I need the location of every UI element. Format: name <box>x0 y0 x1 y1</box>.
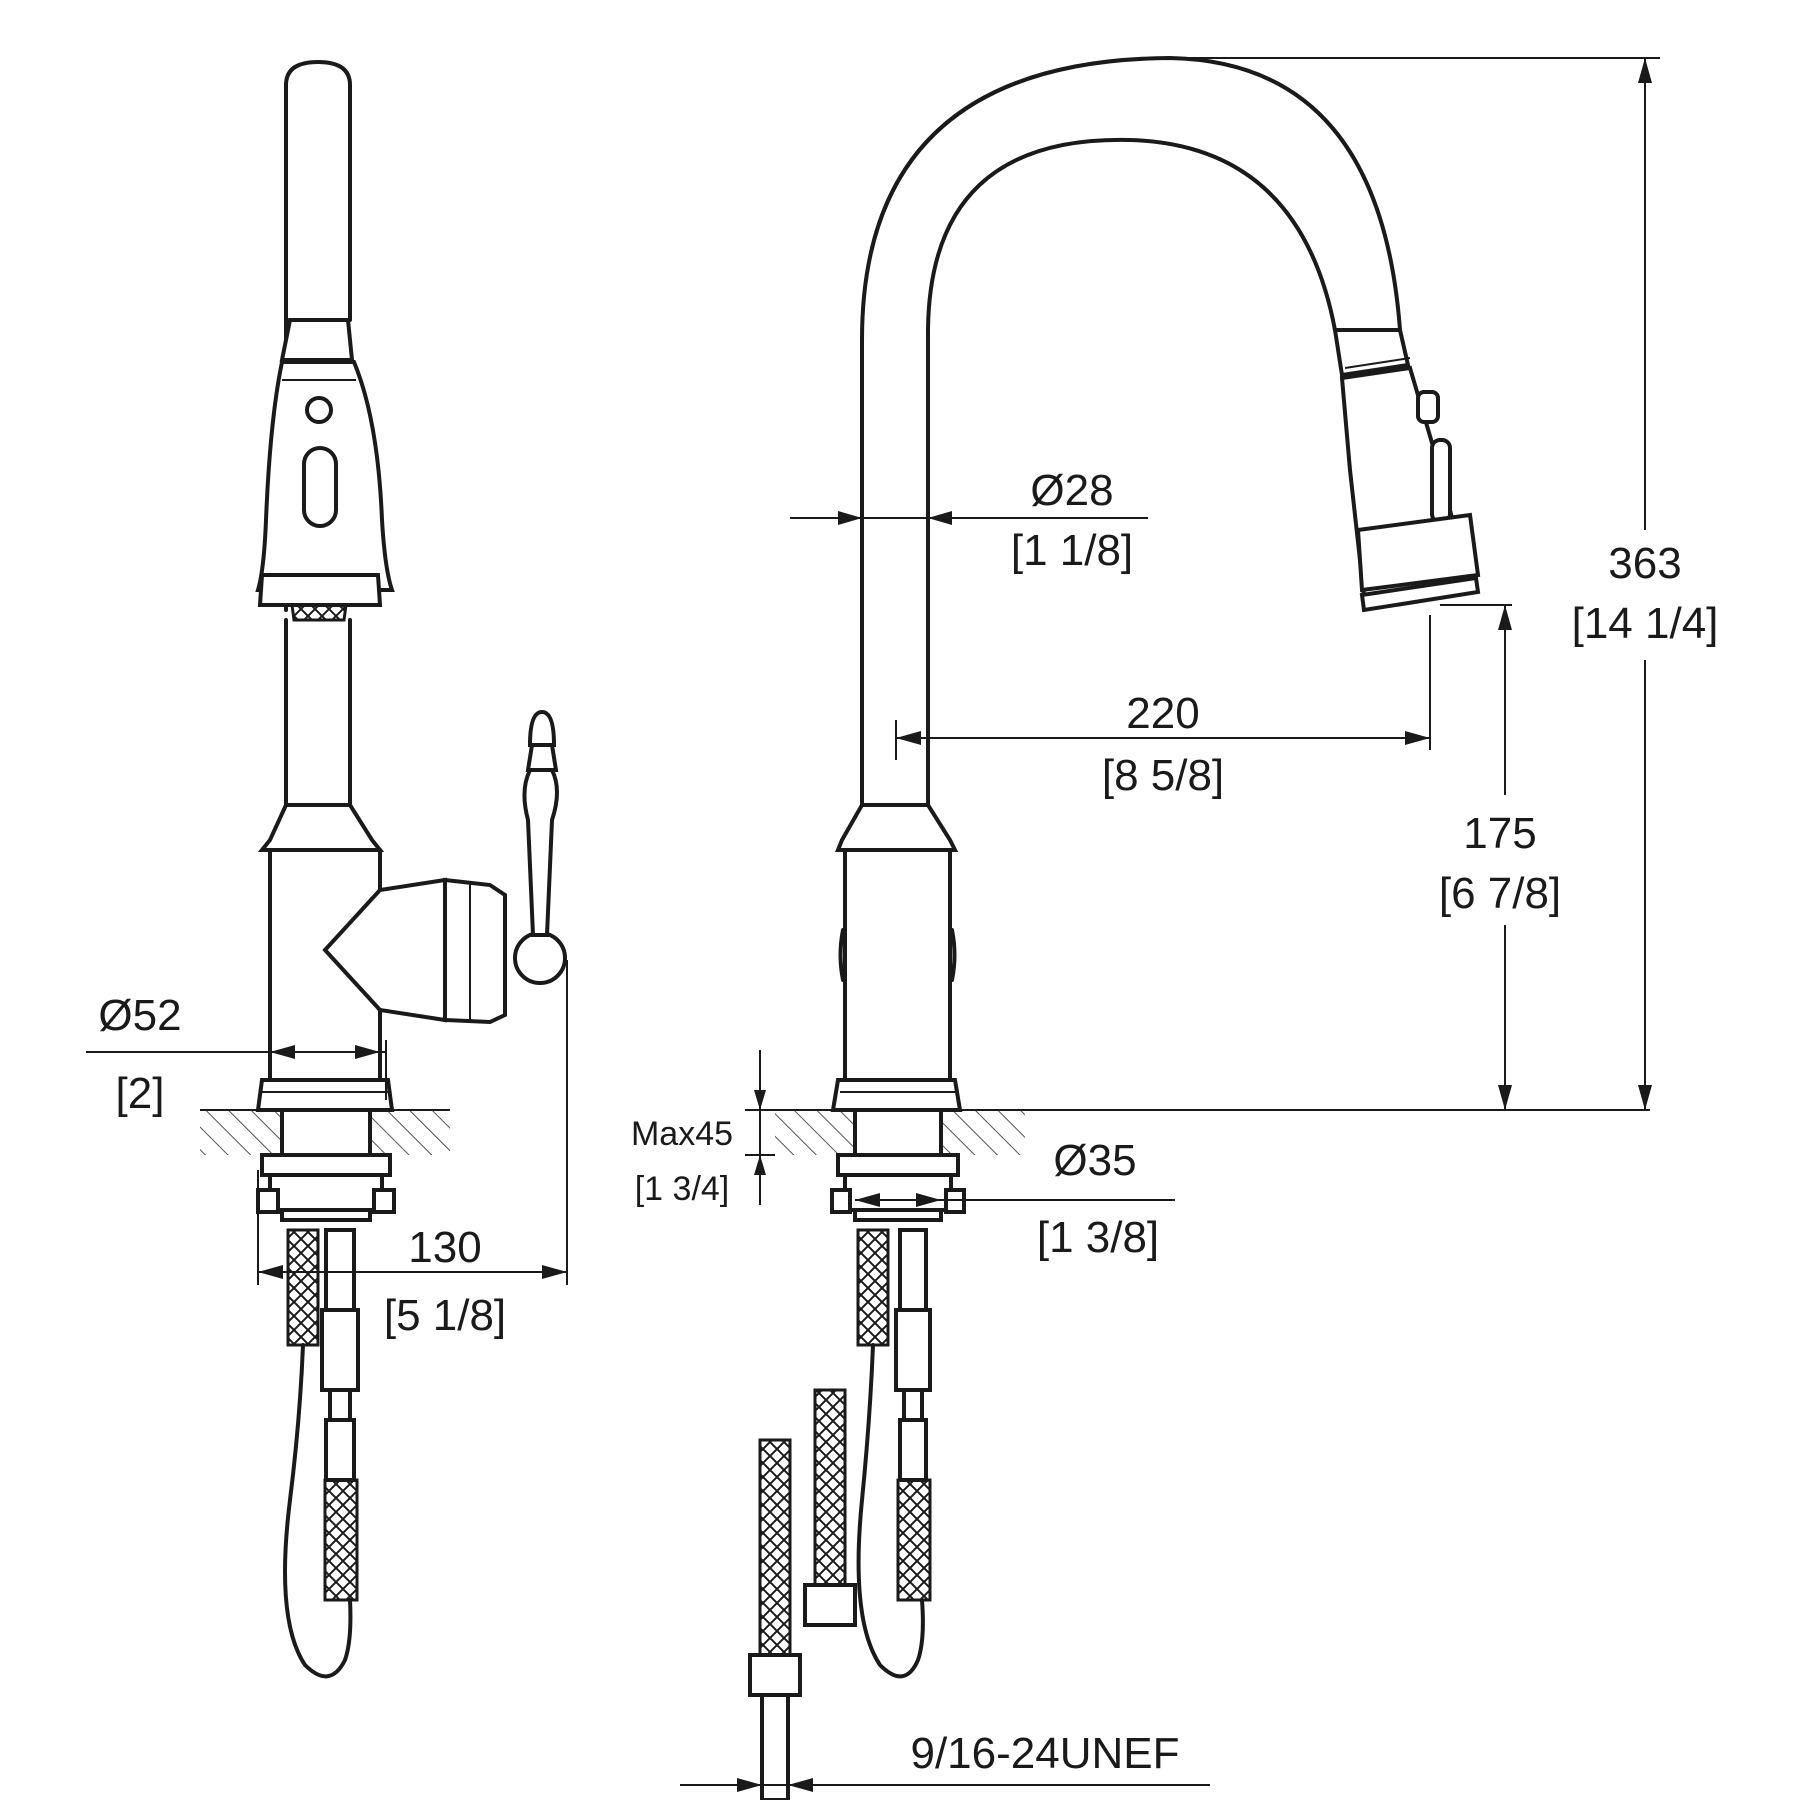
dim-spout-clearance-mm: 175 <box>1463 809 1536 858</box>
body-collar <box>257 803 385 852</box>
supply-nut-hot <box>748 1653 802 1697</box>
dim-overall-height-inch: [14 1/4] <box>1572 599 1719 648</box>
hose-loop <box>283 1343 353 1679</box>
spray-button-top <box>1416 390 1440 424</box>
spray-button-side <box>1430 438 1452 524</box>
dim-shank-diameter-mm: Ø35 <box>1053 1136 1136 1185</box>
mounting-nut-front <box>843 1173 953 1212</box>
dim-base-diameter-inch: [2] <box>116 1069 165 1118</box>
handle-hub <box>513 931 567 985</box>
base-flange <box>255 1078 395 1112</box>
dim-spout-diameter-mm: Ø28 <box>1030 466 1113 515</box>
dim-spout-diameter-inch: [1 1/8] <box>1011 526 1133 575</box>
supply-line-cold <box>813 1388 847 1587</box>
spray-face-front <box>1359 575 1481 613</box>
dim-spout-clearance-inch: [6 7/8] <box>1439 869 1561 918</box>
spout-tube-upper <box>284 60 352 612</box>
supply-line-hot <box>758 1438 792 1657</box>
dim-spout-reach-inch: [8 5/8] <box>1102 751 1224 800</box>
braided-supply-hose-front <box>856 1228 890 1347</box>
quick-connector-front <box>894 1308 932 1392</box>
valve-housing <box>322 877 447 1023</box>
braided-supply-hose <box>286 1228 320 1347</box>
base-flange-front <box>830 1078 963 1112</box>
handle-lever <box>522 768 559 937</box>
dim-handle-reach-mm: 130 <box>408 1223 481 1272</box>
handle-knob <box>527 709 557 747</box>
dim-spout-reach-mm: 220 <box>1126 689 1199 738</box>
valve-cap <box>443 877 507 1025</box>
hose-loop-front <box>856 1343 925 1679</box>
spray-head-collar-front <box>1332 328 1411 378</box>
dim-shank-diameter-inch: [1 3/8] <box>1037 1213 1159 1262</box>
quick-connector <box>320 1308 360 1392</box>
side-view-faucet: Ø52 [2] 130 [5 1/8] <box>86 60 568 1679</box>
pull-out-hose <box>323 1478 359 1602</box>
spray-head-collar <box>279 318 355 362</box>
mounting-nut <box>268 1173 384 1212</box>
dim-deck-thickness-mm: Max45 <box>631 1115 733 1153</box>
gooseneck-inner <box>926 137 1337 807</box>
dim-supply-thread: 9/16-24UNEF <box>910 1729 1179 1778</box>
body-collar-front <box>835 803 959 852</box>
front-view-faucet: Ø28 [1 1/8] 220 [8 5/8] 175 [6 7/8] 363 … <box>631 56 1725 1800</box>
dim-base-diameter-mm: Ø52 <box>98 991 181 1040</box>
supply-nut-cold <box>803 1583 857 1627</box>
pull-out-hose-front <box>896 1478 932 1602</box>
mounting-washer <box>260 1153 392 1177</box>
dim-deck-thickness-inch: [1 3/4] <box>635 1170 730 1208</box>
dim-handle-reach-inch: [5 1/8] <box>384 1291 506 1340</box>
spray-face <box>257 573 383 607</box>
spray-mode-button <box>302 446 338 528</box>
spray-toggle-button <box>305 396 333 424</box>
gooseneck-outer <box>860 56 1402 807</box>
dim-overall-height-mm: 363 <box>1608 539 1681 588</box>
